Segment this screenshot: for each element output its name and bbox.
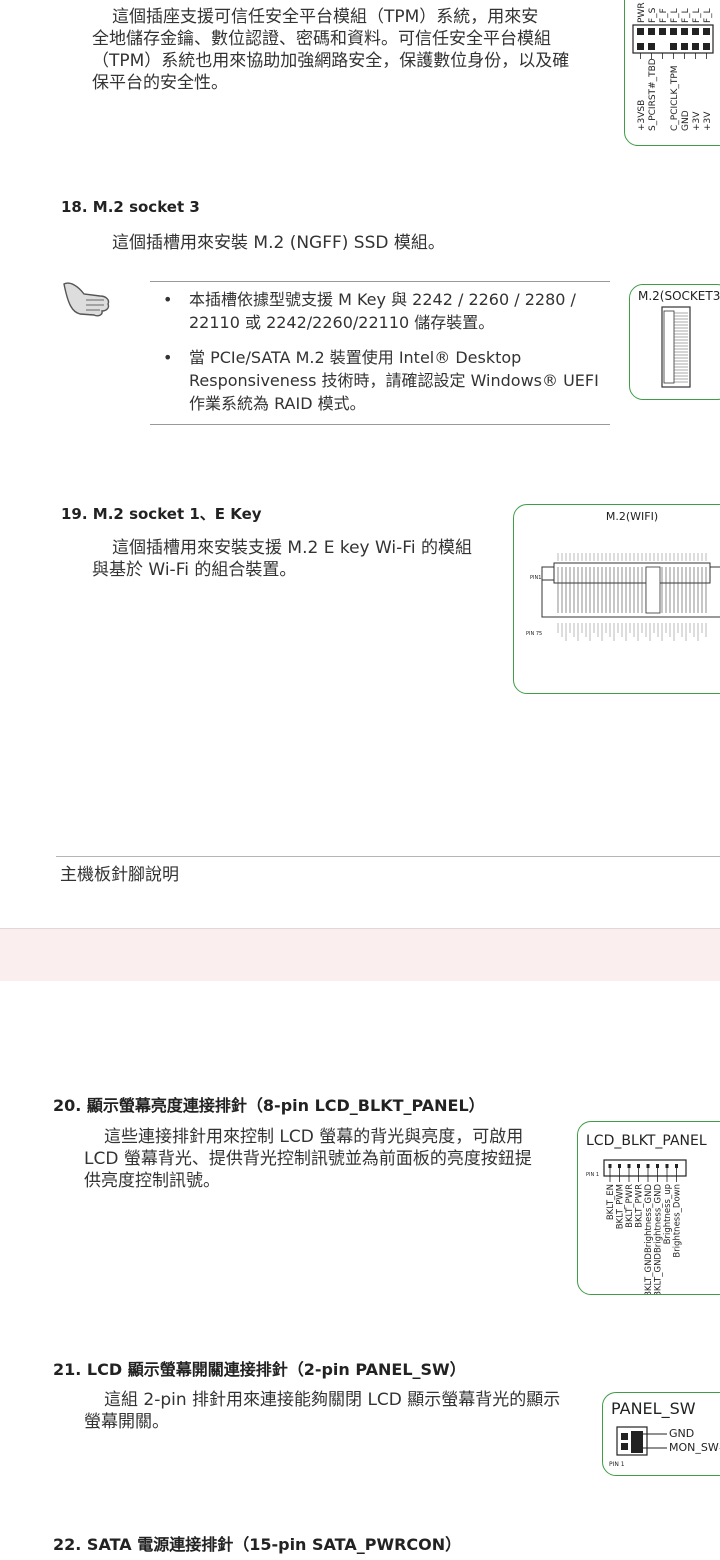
m2-wifi-title: M.2(WIFI): [605, 510, 659, 523]
section-18-description: 這個插槽用來安裝 M.2 (NGFF) SSD 模組。: [112, 233, 445, 253]
panel-sw-pin1-label: PIN 1: [609, 1461, 625, 1468]
tpm-pin: [692, 28, 699, 35]
section-19-description: 這個插槽用來安裝支援 M.2 E key Wi-Fi 的模組 與基於 Wi-Fi…: [92, 538, 472, 580]
note-bottom-rule: [150, 424, 610, 425]
panel-sw-pin-gnd: GND: [669, 1427, 695, 1440]
lcd-pin: [627, 1164, 631, 1168]
tpm-description: 這個插座支援可信任安全平台模組（TPM）系統，用來安 全地儲存金鑰、數位認證、密…: [92, 7, 570, 93]
section-20-description: 這些連接排針用來控制 LCD 螢幕的背光與亮度，可啟用 LCD 螢幕背光、提供背…: [84, 1127, 532, 1191]
m2-socket3-title: M.2(SOCKET3: [638, 289, 720, 303]
m2-socket3-svg: [661, 306, 691, 388]
tpm-pin-label: C_PCICLK_TPM: [670, 65, 680, 131]
lcd-pin: [618, 1164, 621, 1168]
tpm-pin: [637, 28, 644, 35]
tpm-pin-label: F_L: [681, 8, 691, 23]
tpm-pin: [648, 43, 655, 50]
note-hand-icon: [60, 278, 114, 320]
lcd-pin-label: Brightness_up: [663, 1184, 673, 1244]
section-20-title: 20. 顯示螢幕亮度連接排針（8-pin LCD_BLKT_PANEL）: [53, 1096, 485, 1115]
section-18-title: 18. M.2 socket 3: [61, 198, 200, 216]
tpm-pin-label: +3VSB: [637, 100, 647, 131]
tpm-pin: [637, 43, 644, 50]
tpm-pin: [681, 43, 688, 50]
tpm-pin-label: PWR: [637, 2, 647, 23]
lcd-pin: [646, 1164, 650, 1168]
note-bullet-1: • 本插槽依據型號支援 M Key 與 2242 / 2260 / 2280 /…: [163, 290, 576, 332]
lcd-pin: [656, 1164, 659, 1168]
tpm-pin: [692, 43, 699, 50]
tpm-pin: [648, 28, 655, 35]
lcd-blkt-panel-title: LCD_BLKT_PANEL: [586, 1133, 707, 1149]
manual-page-1: 這個插座支援可信任安全平台模組（TPM）系統，用來安 全地儲存金鑰、數位認證、密…: [56, 0, 720, 885]
tpm-pin: [670, 43, 677, 50]
section-21-description: 這組 2-pin 排針用來連接能夠關閉 LCD 顯示螢幕背光的顯示 螢幕開關。: [84, 1390, 561, 1432]
lcd-pin: [675, 1164, 678, 1168]
section-19-title: 19. M.2 socket 1、E Key: [61, 505, 262, 523]
m2-wifi-pin1-label: PIN1: [530, 575, 542, 581]
lcd-pin-label: BKLT_GNDBrightness_GND: [654, 1184, 664, 1294]
m2-wifi-svg: [541, 553, 720, 641]
tpm-pin-label: F_S: [648, 7, 658, 23]
lcd-pin: [608, 1164, 612, 1168]
page-footer-text: 主機板針腳說明: [60, 865, 179, 885]
lcd-pin-label: BKLT_PWR: [635, 1184, 645, 1228]
tpm-pin-label: S_PCIRST#_TBD: [648, 58, 658, 131]
note-bullet-2: • 當 PCIe/SATA M.2 裝置使用 Intel® Desktop Re…: [163, 348, 599, 413]
tpm-pin: [703, 43, 710, 50]
tpm-pin-label: F_L: [692, 8, 702, 23]
tpm-pin: [703, 28, 710, 35]
panel-sw-pin-mon: MON_SW#: [669, 1441, 720, 1454]
lcd-pin-label: BKLT_EN: [606, 1184, 616, 1220]
panel-sw-diagram: PANEL_SW PIN 1 GND MON_SW#: [602, 1392, 720, 1476]
panel-sw-pinout-svg: [616, 1426, 667, 1456]
lcd-pin: [637, 1164, 640, 1168]
tpm-pin-label: F_L: [670, 8, 680, 23]
m2-wifi-diagram: M.2(WIFI) PIN1 PIN 75: [513, 504, 720, 694]
page-separator: [0, 928, 720, 982]
manual-page-2: 20. 顯示螢幕亮度連接排針（8-pin LCD_BLKT_PANEL） 這些連…: [0, 981, 720, 1560]
tpm-pin: [681, 28, 688, 35]
section-21-title: 21. LCD 顯示螢幕開關連接排針（2-pin PANEL_SW）: [53, 1360, 466, 1379]
m2-socket3-diagram: M.2(SOCKET3: [629, 284, 720, 400]
tpm-pin: [670, 28, 677, 35]
wifi-key-notch: [645, 566, 661, 614]
m2-wifi-pin75-label: PIN 75: [526, 631, 543, 637]
tpm-pin-label: F_L: [703, 8, 713, 23]
panel-sw-title: PANEL_SW: [611, 1399, 696, 1418]
tpm-pin-header: [632, 24, 714, 54]
tpm-pin: [659, 28, 666, 35]
lcd-pin: [665, 1164, 669, 1168]
lcd-pin-label: BKLT_GNDBrightness_GND: [644, 1184, 654, 1294]
note-top-rule: [150, 281, 610, 282]
tpm-pin-label: GND: [681, 110, 691, 131]
tpm-pin-label: F_F: [659, 8, 669, 23]
lcd-pin-label: BKLT_PWR: [625, 1184, 635, 1228]
lcd-pin-label: Brightness_Down: [673, 1184, 683, 1258]
page-footer-rule: [56, 856, 720, 857]
lcd-pin-label: BKLT_PWM: [616, 1184, 626, 1229]
section-22-title: 22. SATA 電源連接排針（15-pin SATA_PWRCON）: [53, 1535, 462, 1554]
tpm-pin-label: +3V: [692, 111, 702, 131]
lcd-blkt-pin1-label: PIN 1: [586, 1172, 600, 1178]
tpm-pin-label: +3V: [703, 111, 713, 131]
